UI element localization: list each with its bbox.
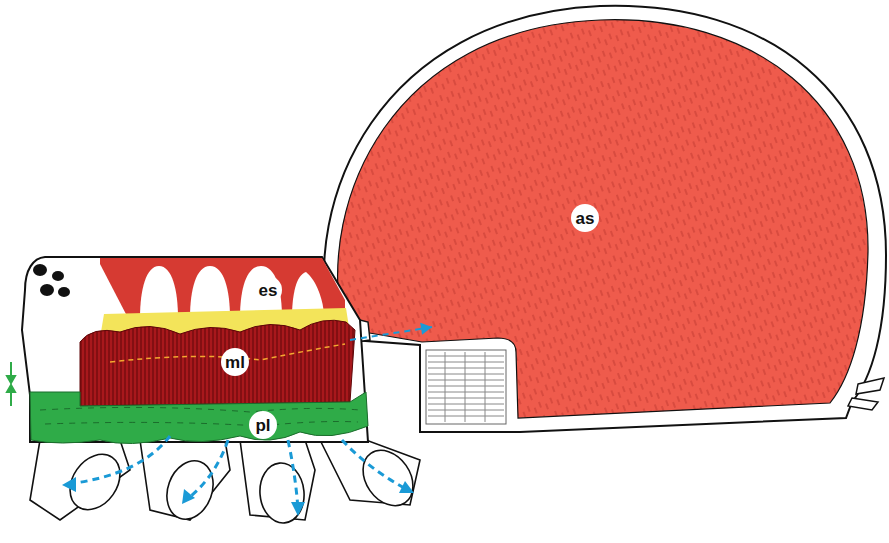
lamella [428,386,504,387]
leg [30,440,130,520]
lamella [428,374,504,375]
book-lung-frame [426,350,506,424]
prosoma [7,257,423,526]
abdomen [324,6,886,432]
flow-connector [350,323,432,340]
region-node: ml [200,320,350,390]
lamella [428,362,504,363]
arrowhead [420,323,432,335]
part-label: pl [255,417,270,434]
arrowhead [7,385,15,392]
muscle-gap [140,266,178,318]
region-node: es [240,270,296,310]
lamella-cross [465,352,466,422]
lamella-cross [485,352,486,422]
arrowhead [291,502,305,516]
abdomen-outline [324,6,886,432]
eyes [33,264,70,297]
region-node: pl [230,405,300,439]
coxa [353,441,423,515]
lamella [428,410,504,411]
muscle-gap [100,264,128,318]
part-label: as [576,210,595,227]
lamella [428,380,504,381]
plexus-layer [30,392,368,444]
lamella [428,368,504,369]
eye [52,271,64,281]
legs [30,440,423,526]
midgut-layer [80,320,355,406]
region-node: as [432,120,742,380]
part-label: es [259,282,278,299]
part-label: ml [225,354,245,371]
leg-flow-arrows [68,436,408,510]
flow-arrow [68,436,170,484]
arrowheads [62,477,414,516]
book-lung [426,350,506,424]
eye [33,264,47,276]
arrowhead [62,477,76,492]
lamella [428,356,504,357]
label-disc: ml [221,348,249,376]
label-disc: es [254,276,282,304]
spinneret [856,378,884,394]
lamella [428,416,504,417]
abdomen-muscle [338,20,868,418]
plexus-texture [40,407,360,426]
connector-line [350,327,432,340]
flow-arrow [186,440,228,500]
arrowhead [7,376,15,383]
spinneret [848,398,878,410]
texture-line [45,422,358,427]
coxa [257,461,306,525]
muscle-gap [190,266,230,318]
lamella-cross [445,352,446,422]
label-disc: pl [249,411,277,439]
label-disc: as [571,204,599,232]
coxa [60,445,130,519]
texture-line [40,407,360,412]
spinnerets [848,378,884,410]
arrowhead [182,489,195,504]
lamella [428,392,504,393]
lamella [428,404,504,405]
flow-arrow [342,440,408,490]
eye [40,284,54,296]
coxa [159,454,221,525]
flow-arrow [288,440,298,510]
lamella [428,398,504,399]
eye [58,287,70,297]
arrowhead [399,481,414,493]
pressure-arrows [7,362,15,406]
